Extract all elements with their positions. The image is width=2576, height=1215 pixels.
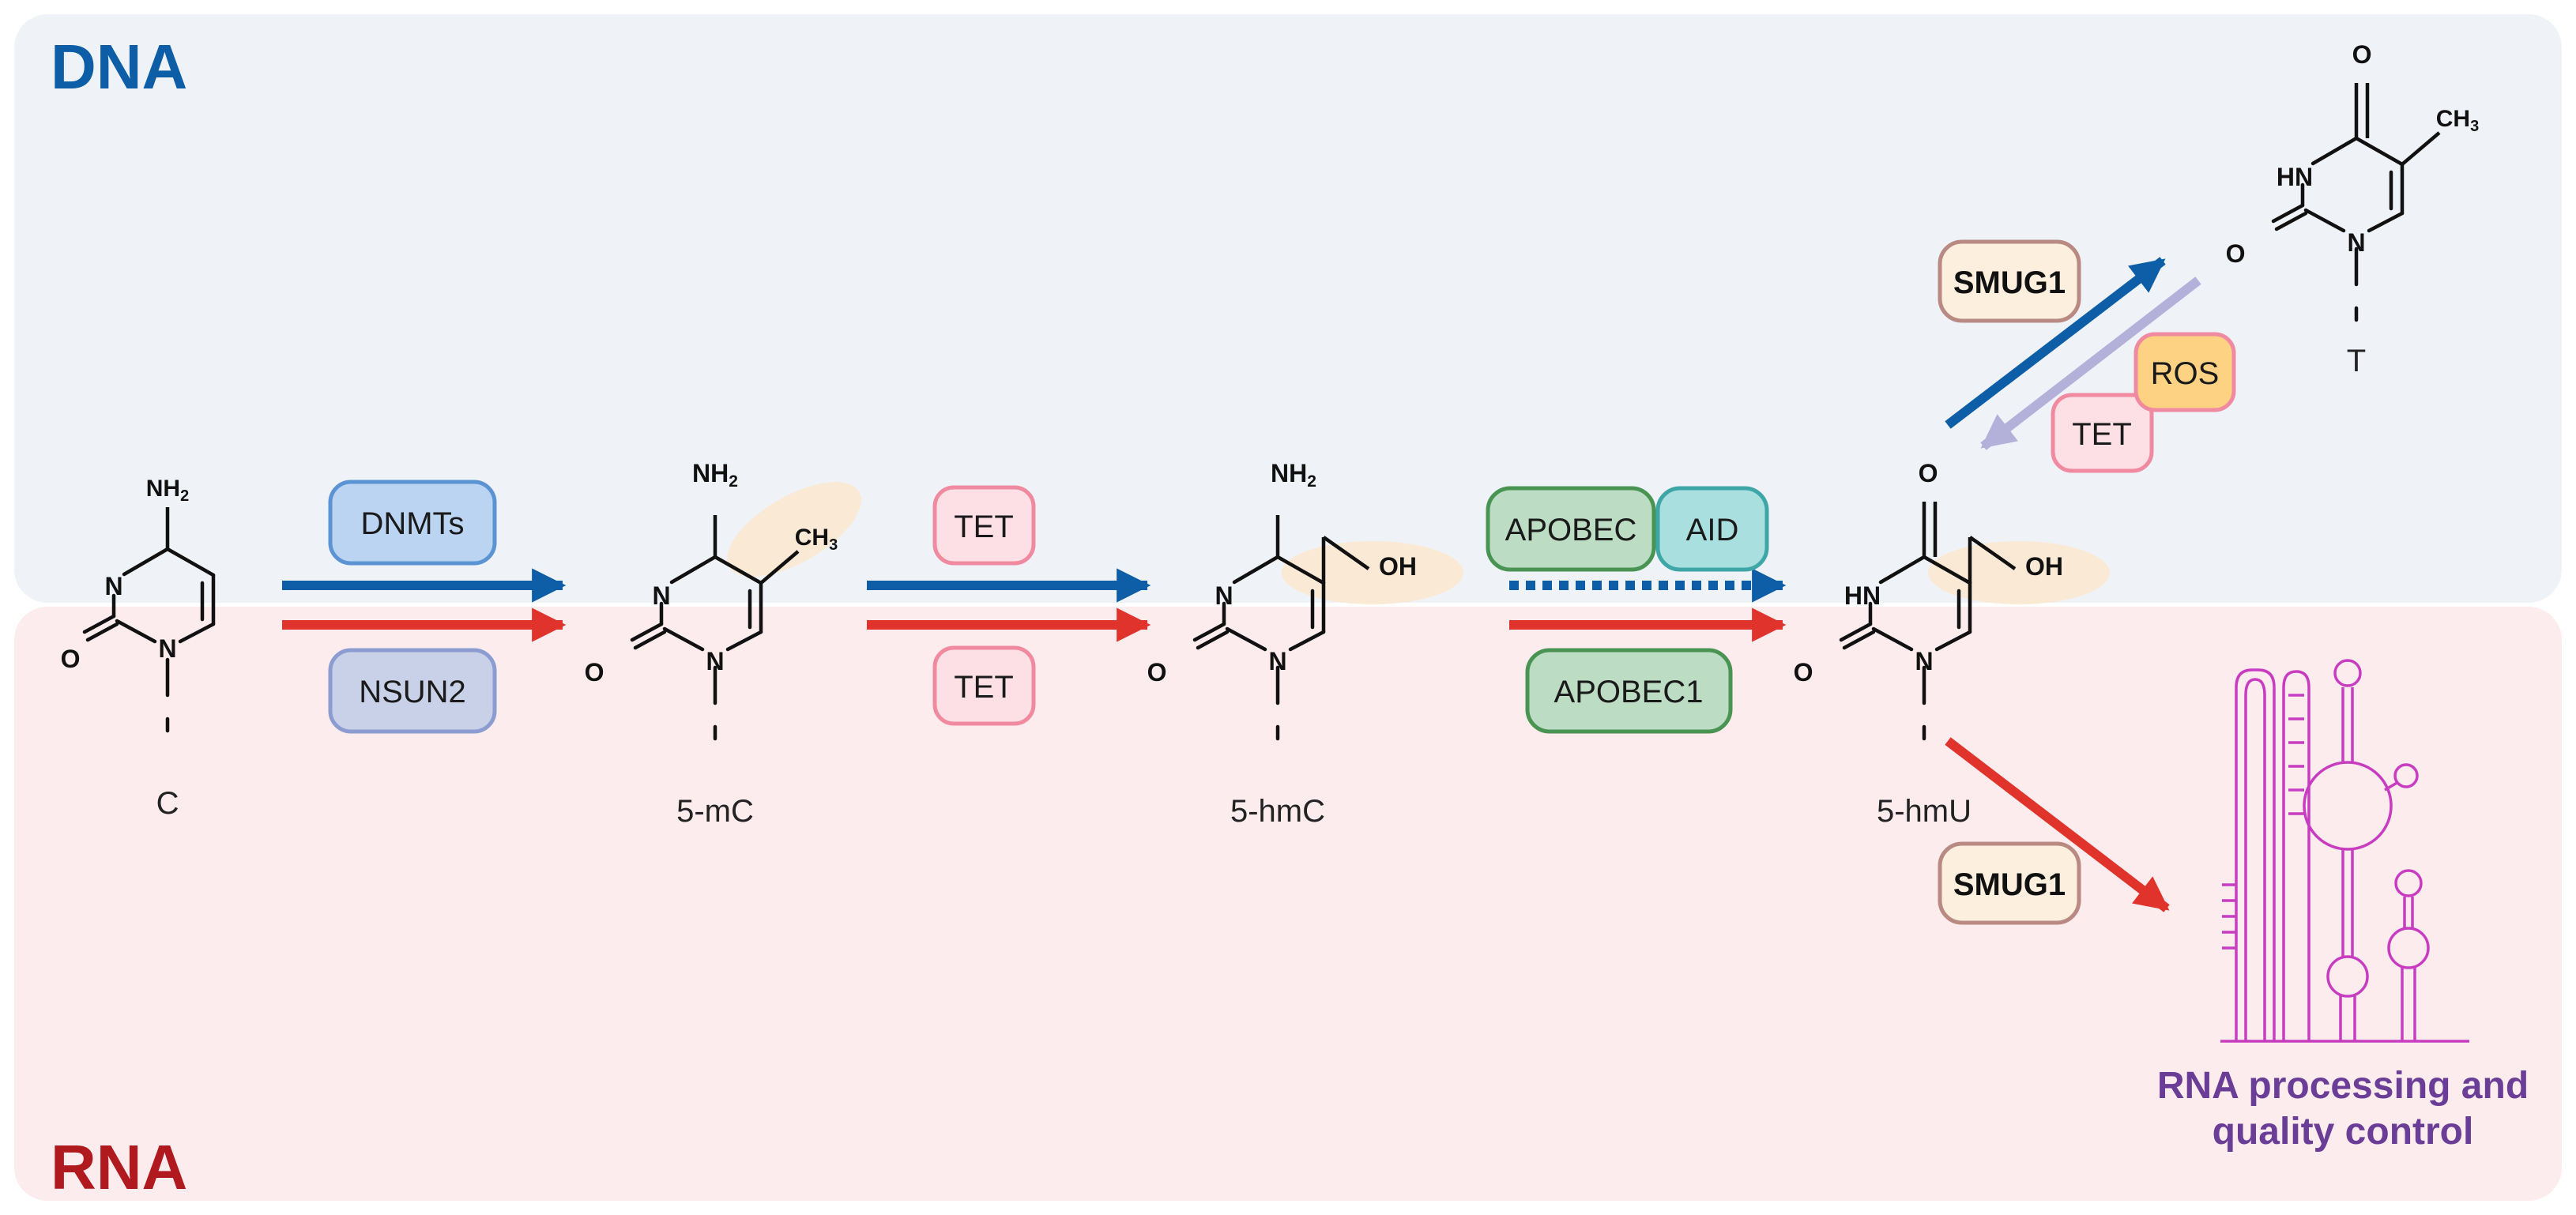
svg-text:HN: HN bbox=[2277, 163, 2313, 191]
svg-text:TET: TET bbox=[954, 670, 1014, 705]
dna-label: DNA bbox=[51, 32, 187, 102]
molecule-5hmu: O OH HN N O 5-hmU bbox=[1794, 459, 2110, 829]
molecule-label-c: C bbox=[156, 786, 179, 821]
factor-ros: ROS bbox=[2133, 332, 2236, 412]
svg-text:O: O bbox=[1919, 459, 1938, 487]
svg-text:APOBEC: APOBEC bbox=[1505, 513, 1637, 547]
molecule-label-5hmc: 5-hmC bbox=[1230, 794, 1325, 829]
svg-text:NSUN2: NSUN2 bbox=[359, 675, 466, 709]
svg-text:N: N bbox=[2347, 228, 2365, 257]
svg-text:N: N bbox=[1915, 647, 1933, 675]
enzyme-smug1-dna: SMUG1 bbox=[1938, 239, 2081, 323]
enzyme-tet-dna: TET bbox=[932, 485, 1036, 566]
enzyme-smug1-rna: SMUG1 bbox=[1938, 841, 2081, 925]
molecule-label-5hmu: 5-hmU bbox=[1877, 794, 1972, 829]
svg-text:OH: OH bbox=[1379, 552, 1417, 581]
svg-text:O: O bbox=[61, 645, 81, 673]
svg-text:CH3: CH3 bbox=[2436, 106, 2479, 135]
rna-structure-icon bbox=[2220, 659, 2469, 1043]
rna-caption-line2: quality control bbox=[2213, 1111, 2474, 1153]
svg-text:CH3: CH3 bbox=[795, 525, 838, 554]
molecule-5mc: NH2 CH3 N N O 5-mC bbox=[585, 459, 861, 829]
svg-text:O: O bbox=[2352, 40, 2372, 69]
rna-caption-line1: RNA processing and bbox=[2157, 1065, 2529, 1107]
arrow-t-to-5hmu bbox=[1980, 276, 2201, 450]
rna-label: RNA bbox=[51, 1132, 187, 1202]
enzyme-aid: AID bbox=[1655, 486, 1769, 572]
svg-text:O: O bbox=[2226, 239, 2246, 268]
svg-text:TET: TET bbox=[954, 510, 1014, 544]
svg-text:NH2: NH2 bbox=[692, 459, 738, 491]
svg-text:AID: AID bbox=[1686, 513, 1739, 547]
enzyme-apobec1: APOBEC1 bbox=[1525, 648, 1733, 734]
svg-text:N: N bbox=[706, 647, 724, 675]
arrow-dna-5hmu-to-t bbox=[1945, 257, 2166, 429]
svg-text:TET: TET bbox=[2072, 417, 2132, 452]
svg-text:O: O bbox=[1147, 658, 1167, 686]
svg-text:N: N bbox=[1215, 581, 1233, 610]
svg-text:N: N bbox=[104, 572, 122, 600]
dna-region bbox=[14, 14, 2562, 603]
svg-text:HN: HN bbox=[1844, 581, 1881, 610]
svg-text:O: O bbox=[585, 658, 604, 686]
svg-text:NH2: NH2 bbox=[146, 476, 189, 505]
molecule-cytosine: NH2 N N O C bbox=[61, 476, 213, 821]
svg-text:N: N bbox=[1268, 647, 1286, 675]
svg-text:OH: OH bbox=[2025, 552, 2063, 581]
enzyme-tet-reverse: TET bbox=[2051, 393, 2154, 473]
enzyme-tet-rna: TET bbox=[932, 645, 1036, 726]
svg-text:O: O bbox=[1794, 658, 1813, 686]
svg-text:SMUG1: SMUG1 bbox=[1953, 867, 2066, 902]
enzyme-apobec: APOBEC bbox=[1486, 486, 1656, 572]
molecule-5hmc: NH2 OH N N O 5-hmC bbox=[1147, 459, 1463, 829]
molecule-label-t: T bbox=[2347, 344, 2366, 378]
arrows bbox=[282, 257, 2201, 912]
svg-text:N: N bbox=[652, 581, 670, 610]
svg-text:SMUG1: SMUG1 bbox=[1953, 265, 2066, 300]
enzyme-dnmts: DNMTs bbox=[328, 480, 497, 566]
svg-text:DNMTs: DNMTs bbox=[360, 506, 464, 541]
enzyme-nsun2: NSUN2 bbox=[328, 648, 497, 734]
svg-text:APOBEC1: APOBEC1 bbox=[1554, 675, 1704, 709]
rna-region bbox=[14, 607, 2562, 1201]
molecule-label-5mc: 5-mC bbox=[676, 794, 754, 829]
arrow-rna-5hmu-to-structure bbox=[1945, 737, 2170, 912]
svg-text:ROS: ROS bbox=[2151, 356, 2220, 391]
svg-text:N: N bbox=[158, 634, 176, 663]
molecule-thymine: O CH3 HN N O T bbox=[2226, 40, 2480, 378]
svg-text:NH2: NH2 bbox=[1271, 459, 1316, 491]
